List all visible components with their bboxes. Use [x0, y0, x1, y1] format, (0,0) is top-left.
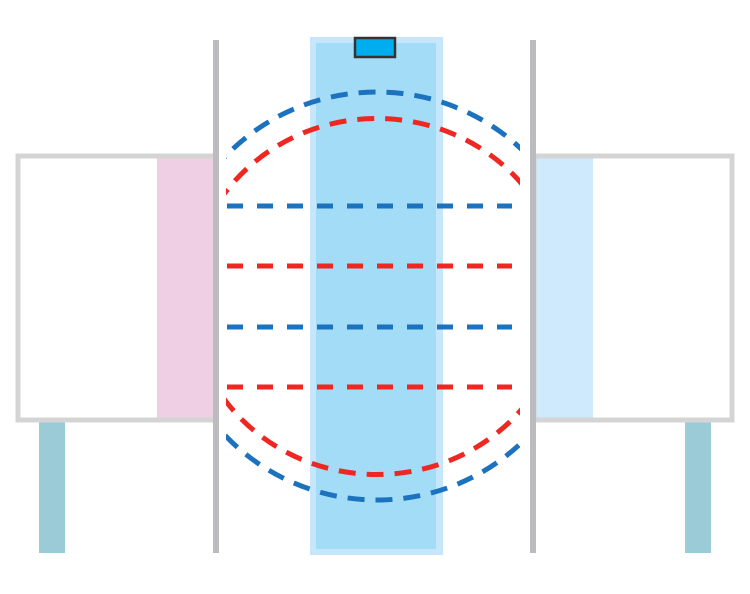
right-rail — [530, 40, 536, 553]
red-field-arc — [226, 116, 520, 477]
right-leg — [685, 420, 711, 553]
left-rail — [213, 40, 219, 553]
blue-field-arc — [226, 89, 520, 503]
center-band-inner — [316, 43, 436, 549]
left-leg — [39, 420, 65, 553]
top-block — [353, 36, 397, 59]
left-pad — [157, 156, 216, 420]
right-pad — [534, 156, 593, 420]
